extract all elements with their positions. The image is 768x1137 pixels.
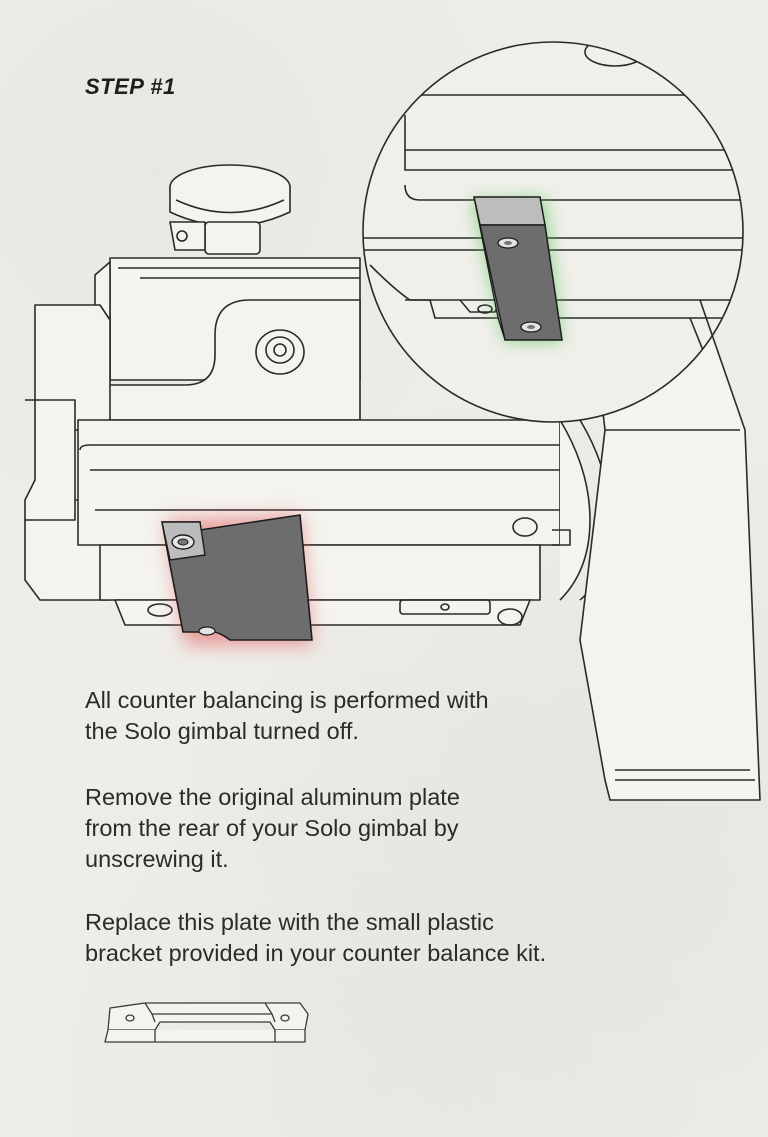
instruction-paragraph-1: All counter balancing is performed with … [85, 685, 685, 747]
instruction-line: unscrewing it. [85, 846, 229, 872]
zoom-detail-icon [362, 41, 744, 423]
instruction-line: Replace this plate with the small plasti… [85, 909, 494, 935]
instruction-line: bracket provided in your counter balance… [85, 940, 547, 966]
plastic-bracket-placement-icon [473, 196, 563, 341]
instruction-paragraph-2: Remove the original aluminum plate from … [85, 782, 685, 875]
plastic-bracket-icon [104, 1002, 309, 1043]
aluminum-plate-icon [161, 514, 313, 641]
step-title: STEP #1 [85, 74, 176, 99]
instruction-line: the Solo gimbal turned off. [85, 718, 359, 744]
instruction-paragraph-3: Replace this plate with the small plasti… [85, 907, 685, 969]
instruction-line: from the rear of your Solo gimbal by [85, 815, 459, 841]
instruction-line: Remove the original aluminum plate [85, 784, 460, 810]
instruction-line: All counter balancing is performed with [85, 687, 489, 713]
